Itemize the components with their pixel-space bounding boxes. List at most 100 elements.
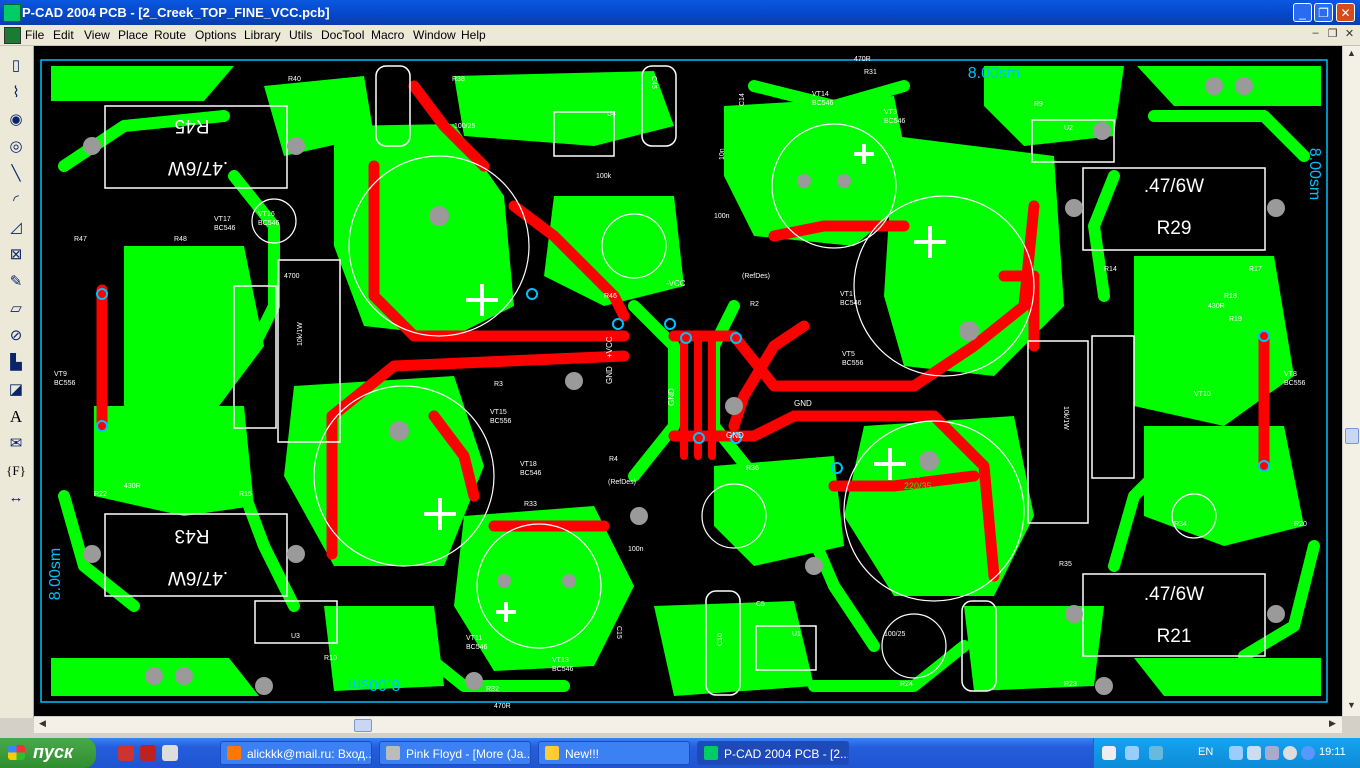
scroll-up-icon[interactable]: ▲ [1347, 48, 1356, 58]
doc-minimize-icon[interactable]: – [1312, 27, 1319, 39]
component-label: R14 [1104, 266, 1117, 273]
tray-monitor-icon[interactable] [1149, 746, 1163, 760]
r29-label: R29 [1157, 218, 1192, 239]
select-icon[interactable]: ▯ [11, 57, 21, 74]
component-label: C5 [756, 601, 765, 608]
r21-value: .47/6W [1144, 584, 1204, 605]
task-pcad[interactable]: P-CAD 2004 PCB - [2... [697, 741, 849, 765]
component-label: C15 [615, 626, 622, 639]
component-label: R36 [746, 465, 759, 472]
tray-help-icon[interactable] [1301, 746, 1315, 760]
component-label: BC546 [884, 118, 906, 125]
quicklaunch-calendar-icon[interactable] [140, 745, 156, 761]
menu-bar: File Edit View Place Route Options Libra… [0, 25, 1360, 46]
menu-options[interactable]: Options [195, 28, 237, 42]
keepout-icon[interactable]: ⊘ [9, 327, 23, 344]
component-label: 470R [854, 56, 871, 63]
field-icon[interactable]: {F} [6, 463, 26, 478]
scroll-right-icon[interactable]: ▶ [1329, 718, 1336, 728]
net-label-vcc: +VCC [605, 336, 614, 358]
menu-doctool[interactable]: DocTool [321, 28, 365, 42]
component-label: R2 [750, 301, 759, 308]
dimension-right: 8.00sm [1306, 148, 1323, 200]
net-label-gnd: GND [605, 366, 614, 384]
quicklaunch-acrobat-icon[interactable] [118, 745, 134, 761]
tray-folder-icon[interactable] [1102, 746, 1116, 760]
route-icon[interactable]: ⌇ [12, 84, 20, 101]
menu-macro[interactable]: Macro [371, 28, 405, 42]
doc-restore-icon[interactable]: ❐ [1327, 28, 1338, 40]
arc-icon[interactable]: ◜ [13, 192, 19, 209]
horizontal-scrollbar[interactable]: ◀ ▶ [34, 716, 1342, 733]
task-label: New!!! [565, 747, 600, 761]
place-icon[interactable]: ◪ [8, 381, 24, 398]
component-label: 430R [1208, 303, 1225, 310]
component-label: R20 [1294, 521, 1307, 528]
component-label: R23 [1064, 681, 1077, 688]
polygon-icon[interactable]: ◿ [10, 219, 22, 236]
language-indicator[interactable]: EN [1198, 746, 1214, 758]
pad-icon[interactable]: ◉ [9, 111, 23, 128]
component-label: BC546 [812, 100, 834, 107]
component-label: R47 [74, 236, 87, 243]
tray-network2-icon[interactable] [1265, 746, 1279, 760]
menu-edit[interactable]: Edit [53, 28, 74, 42]
c17-value: 220/35 [949, 269, 977, 279]
scroll-down-icon[interactable]: ▼ [1347, 700, 1356, 710]
vertical-scroll-thumb[interactable] [1345, 428, 1359, 444]
scroll-left-icon[interactable]: ◀ [39, 718, 46, 728]
app-icon[interactable] [3, 4, 21, 22]
component-label: VT5 [842, 351, 855, 358]
menu-view[interactable]: View [84, 28, 110, 42]
line-icon[interactable]: ╲ [11, 165, 21, 182]
menu-file[interactable]: File [25, 28, 45, 42]
component-label: VT8 [1284, 371, 1297, 378]
horizontal-scroll-thumb[interactable] [354, 719, 372, 732]
c3-value: 220/35 [416, 268, 444, 278]
menu-window[interactable]: Window [413, 28, 456, 42]
component-label: 4700 [284, 273, 300, 280]
component-label: BC546 [466, 644, 488, 651]
restore-icon[interactable]: ❐ [1314, 3, 1333, 22]
dimension-icon[interactable]: ↔ [8, 489, 24, 506]
component-icon[interactable]: ▙ [10, 354, 22, 371]
menu-place[interactable]: Place [118, 28, 149, 42]
menu-help[interactable]: Help [461, 28, 486, 42]
tray-clock-icon[interactable] [1283, 746, 1297, 760]
task-mail[interactable]: alickkk@mail.ru: Вход... [220, 741, 372, 765]
system-tray: EN 19:11 [1093, 738, 1360, 768]
menu-route[interactable]: Route [154, 28, 187, 42]
close-icon[interactable]: ✕ [1336, 3, 1355, 22]
copper-pour-icon[interactable]: ⊠ [9, 246, 23, 263]
tray-arrow-icon[interactable] [1229, 746, 1243, 760]
task-folder[interactable]: New!!! [538, 741, 690, 765]
component-label: R48 [174, 236, 187, 243]
pcb-board[interactable]: R45 .47/6W R43 .47/6W R29 .47/6W R21 .47… [34, 46, 1342, 716]
menu-library[interactable]: Library [244, 28, 281, 42]
component-label: (RefDes) [608, 479, 636, 486]
attribute-icon[interactable]: ✉ [9, 435, 23, 452]
r29-body [1082, 167, 1266, 251]
tray-display-icon[interactable] [1247, 746, 1261, 760]
minimize-icon[interactable]: _ [1293, 3, 1312, 22]
component-label: R24 [900, 681, 913, 688]
c16-label: C16 [904, 470, 921, 480]
vertical-scrollbar[interactable]: ▲ ▼ [1342, 46, 1360, 716]
r43-body [104, 513, 288, 597]
task-winamp[interactable]: Pink Floyd - [More (Ja... [379, 741, 531, 765]
title-bar: P-CAD 2004 PCB - [2_Creek_TOP_FINE_VCC.p… [0, 0, 1360, 25]
capacitor-outlines [251, 123, 1217, 679]
component-label: C14 [739, 93, 746, 106]
pcb-canvas[interactable]: R45 .47/6W R43 .47/6W R29 .47/6W R21 .47… [34, 46, 1342, 716]
layer-icon[interactable]: ▱ [10, 300, 22, 317]
doc-close-icon[interactable]: ✕ [1344, 28, 1355, 40]
document-icon[interactable] [4, 27, 21, 44]
tray-network-icon[interactable] [1125, 746, 1139, 760]
menu-utils[interactable]: Utils [289, 28, 313, 42]
quicklaunch-settings-icon[interactable] [162, 745, 178, 761]
via-icon[interactable]: ◎ [9, 138, 23, 155]
component-label: C45 [650, 76, 657, 89]
text-icon[interactable]: A [9, 407, 23, 426]
start-button[interactable]: пуск [0, 738, 96, 768]
eraser-icon[interactable]: ✎ [9, 273, 23, 290]
